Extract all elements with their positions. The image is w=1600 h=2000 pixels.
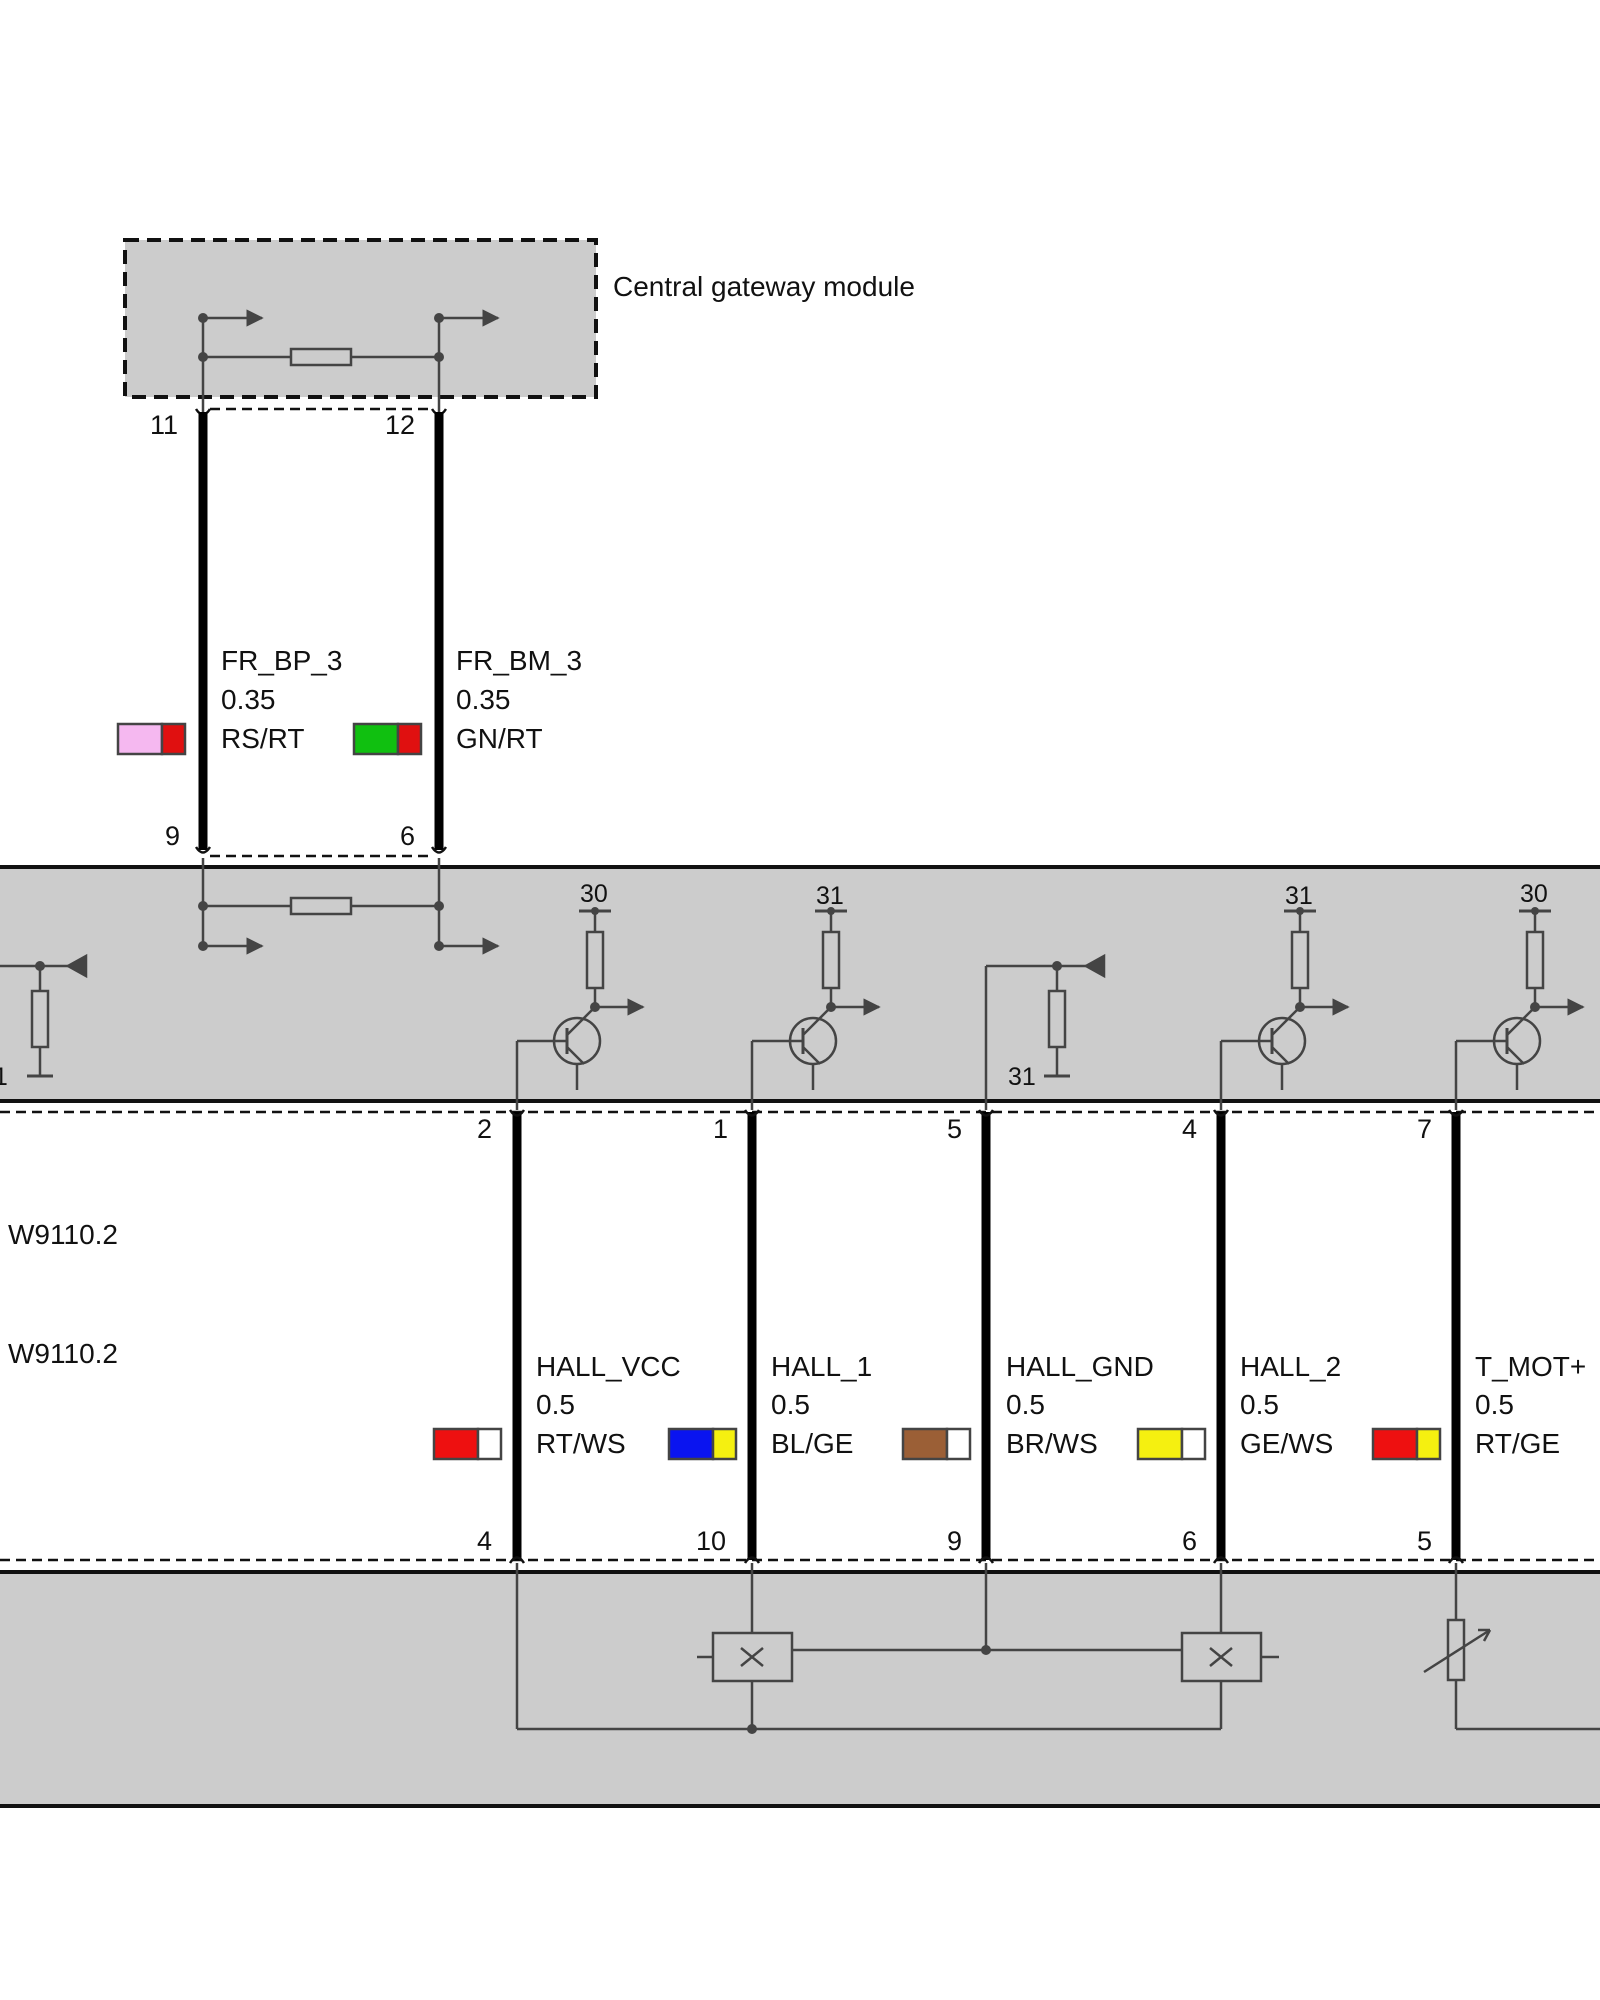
wire-top-pin: 5 — [947, 1114, 962, 1144]
terminal-label: 31 — [1285, 882, 1313, 910]
terminal-label: 31 — [0, 1063, 8, 1091]
gateway-pin-left: 11 — [150, 410, 178, 440]
terminal-label: 31 — [816, 882, 844, 910]
wire-bottom-pin: 5 — [1417, 1526, 1432, 1556]
wire-signal-label: HALL_GND — [1006, 1351, 1154, 1382]
termination-resistor-gateway — [201, 309, 500, 412]
wire-top-pin: 2 — [477, 1114, 492, 1144]
wire-color-swatch — [352, 722, 423, 756]
wire-color-code-label: RS/RT — [221, 723, 305, 754]
wire-top-pin: 7 — [1417, 1114, 1432, 1144]
control-unit-box — [0, 865, 1600, 1103]
motor-wire-hall-gnd: 5 9 HALL_GND 0.5 BR/WS — [901, 1109, 1154, 1564]
wire-signal-label: HALL_2 — [1240, 1351, 1341, 1382]
bus-wire-fr-bp-3: FR_BP_3 0.35 RS/RT 9 — [116, 412, 342, 851]
wire-color-code-label: RT/WS — [536, 1428, 626, 1459]
wire-size-label: 0.5 — [1240, 1389, 1279, 1420]
wire-bottom-pin: 10 — [696, 1526, 726, 1556]
transistor-stage-t-mot: 30 — [1454, 880, 1585, 1110]
wire-signal-label: HALL_1 — [771, 1351, 872, 1382]
wire-color-swatch — [116, 722, 187, 756]
gateway-pin-right: 12 — [385, 410, 415, 440]
connector-label: W9110.2 — [8, 1338, 118, 1369]
wire-signal-label: T_MOT+ — [1475, 1351, 1586, 1382]
gateway-title: Central gateway module — [613, 271, 915, 302]
motor-wire-hall-vcc: 2 4 HALL_VCC 0.5 RT/WS — [432, 1109, 681, 1564]
wire-top-pin: 4 — [1182, 1114, 1197, 1144]
wire-color-code-label: GE/WS — [1240, 1428, 1333, 1459]
central-gateway-module: Central gateway module 11 12 — [123, 238, 915, 440]
control-unit: 31 31 — [0, 858, 1600, 1110]
bus-wire-fr-bm-3: FR_BM_3 0.35 GN/RT 6 — [352, 412, 582, 851]
wire-size-label: 0.5 — [1006, 1389, 1045, 1420]
wire-size-label: 0.35 — [456, 684, 511, 715]
harness-connector-region: W9110.2 W9110.2 — [0, 1110, 1600, 1562]
wire-bottom-pin: 9 — [947, 1526, 962, 1556]
motor-wire-hall-2: 4 6 HALL_2 0.5 GE/WS — [1136, 1109, 1341, 1564]
transistor-stage-hall-1: 31 — [750, 882, 881, 1110]
wire-color-code-label: BL/GE — [771, 1428, 853, 1459]
wire-color-swatch — [901, 1427, 972, 1461]
wire-signal-label: HALL_VCC — [536, 1351, 681, 1382]
window-motor — [0, 1563, 1600, 1808]
connector-label: W9110.2 — [8, 1219, 118, 1250]
wire-color-code-label: BR/WS — [1006, 1428, 1098, 1459]
wire-color-swatch — [432, 1427, 503, 1461]
transistor-stage-hall-vcc: 30 — [515, 880, 645, 1110]
wire-bottom-pin: 4 — [477, 1526, 492, 1556]
motor-box — [0, 1570, 1600, 1808]
transistor-stage-hall-2: 31 — [1219, 882, 1350, 1110]
pulldown-input-hall-gnd — [984, 953, 1106, 1110]
wire-color-swatch — [667, 1427, 738, 1461]
wire-signal-label: FR_BM_3 — [456, 645, 582, 676]
wire-color-code-label: RT/GE — [1475, 1428, 1560, 1459]
wire-bottom-pin: 9 — [165, 821, 180, 851]
wire-size-label: 0.5 — [771, 1389, 810, 1420]
wire-bottom-pin: 6 — [1182, 1526, 1197, 1556]
terminal-label: 30 — [580, 880, 608, 908]
wire-color-code-label: GN/RT — [456, 723, 543, 754]
wire-top-pin: 1 — [713, 1114, 728, 1144]
wire-size-label: 0.5 — [536, 1389, 575, 1420]
wire-size-label: 0.35 — [221, 684, 276, 715]
motor-wire-t-mot: 7 5 T_MOT+ 0.5 RT/GE — [1371, 1109, 1586, 1564]
terminal-label: 30 — [1520, 880, 1548, 908]
wire-bottom-pin: 6 — [400, 821, 415, 851]
wire-color-swatch — [1371, 1427, 1442, 1461]
wire-size-label: 0.5 — [1475, 1389, 1514, 1420]
terminal-label: 31 — [1008, 1063, 1036, 1091]
gateway-box — [123, 238, 598, 399]
wire-color-swatch — [1136, 1427, 1207, 1461]
wire-signal-label: FR_BP_3 — [221, 645, 342, 676]
motor-wire-hall-1: 1 10 HALL_1 0.5 BL/GE — [667, 1109, 872, 1564]
